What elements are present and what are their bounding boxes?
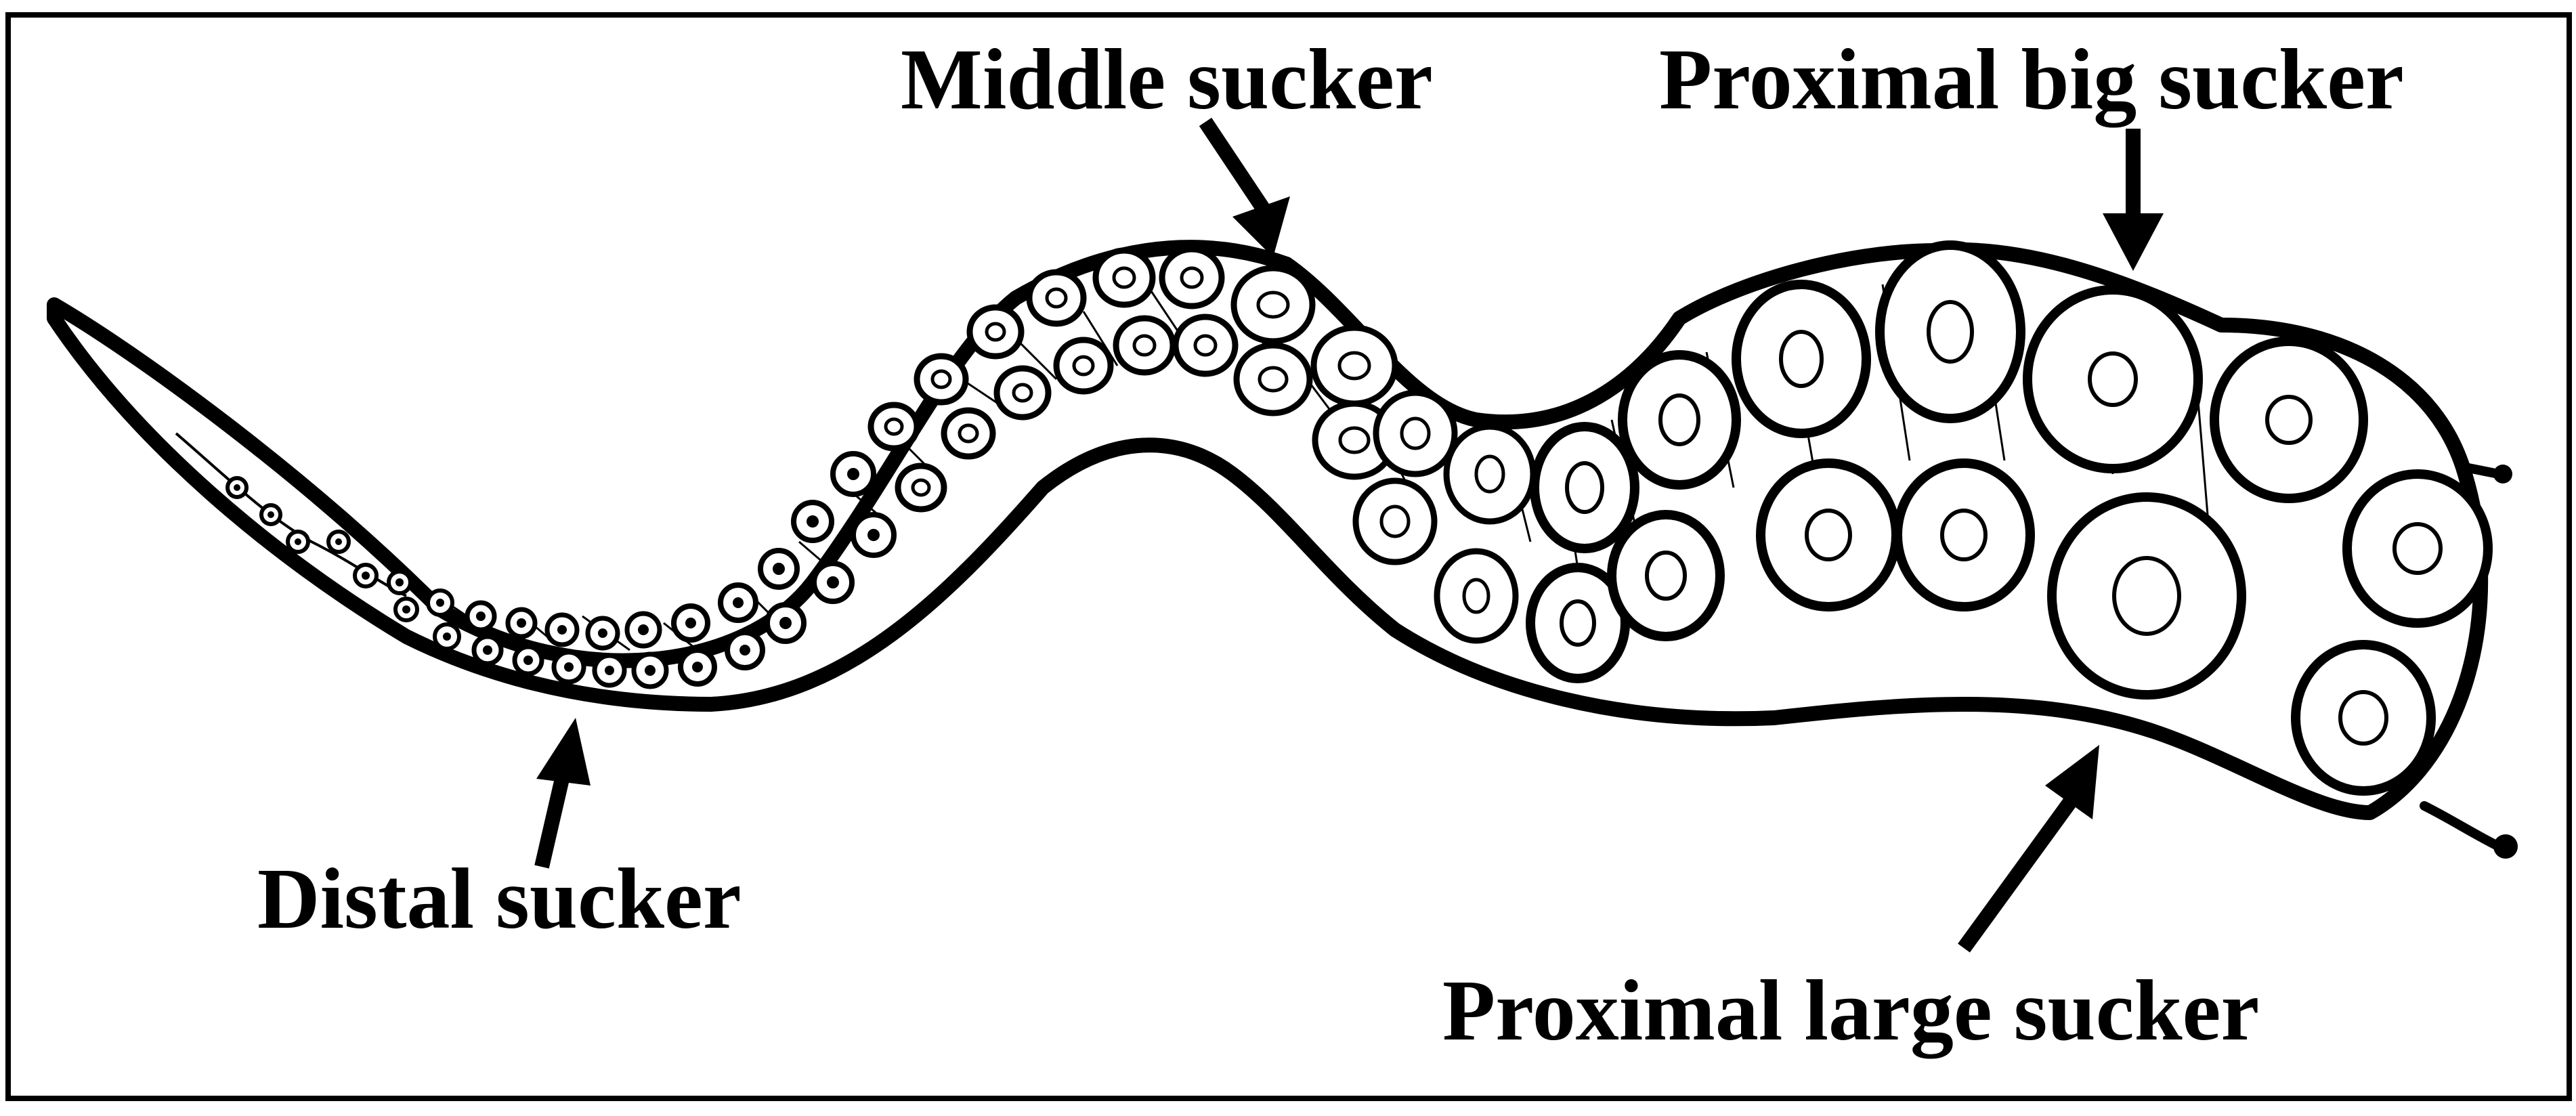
distal-sucker-label: Distal sucker (257, 851, 742, 947)
arm-base-nub-upper (2493, 465, 2512, 484)
distal-sucker-arrow (534, 718, 591, 869)
middle-sucker-arrow (1199, 117, 1290, 257)
middle-sucker-centers (884, 266, 1505, 614)
distal-sucker-centers (234, 468, 880, 676)
proximal-large-sucker-arrow (1958, 745, 2099, 953)
proximal-big-sucker-arrow (2103, 129, 2164, 271)
arm-base-membranes (2420, 463, 2504, 851)
proximal-sucker-centers (1560, 300, 2443, 746)
middle-sucker-label: Middle sucker (901, 31, 1433, 127)
proximal-big-sucker-label: Proximal big sucker (1659, 31, 2404, 127)
arm-base-nub (2493, 834, 2518, 859)
proximal-large-sucker-label: Proximal large sucker (1442, 962, 2259, 1058)
